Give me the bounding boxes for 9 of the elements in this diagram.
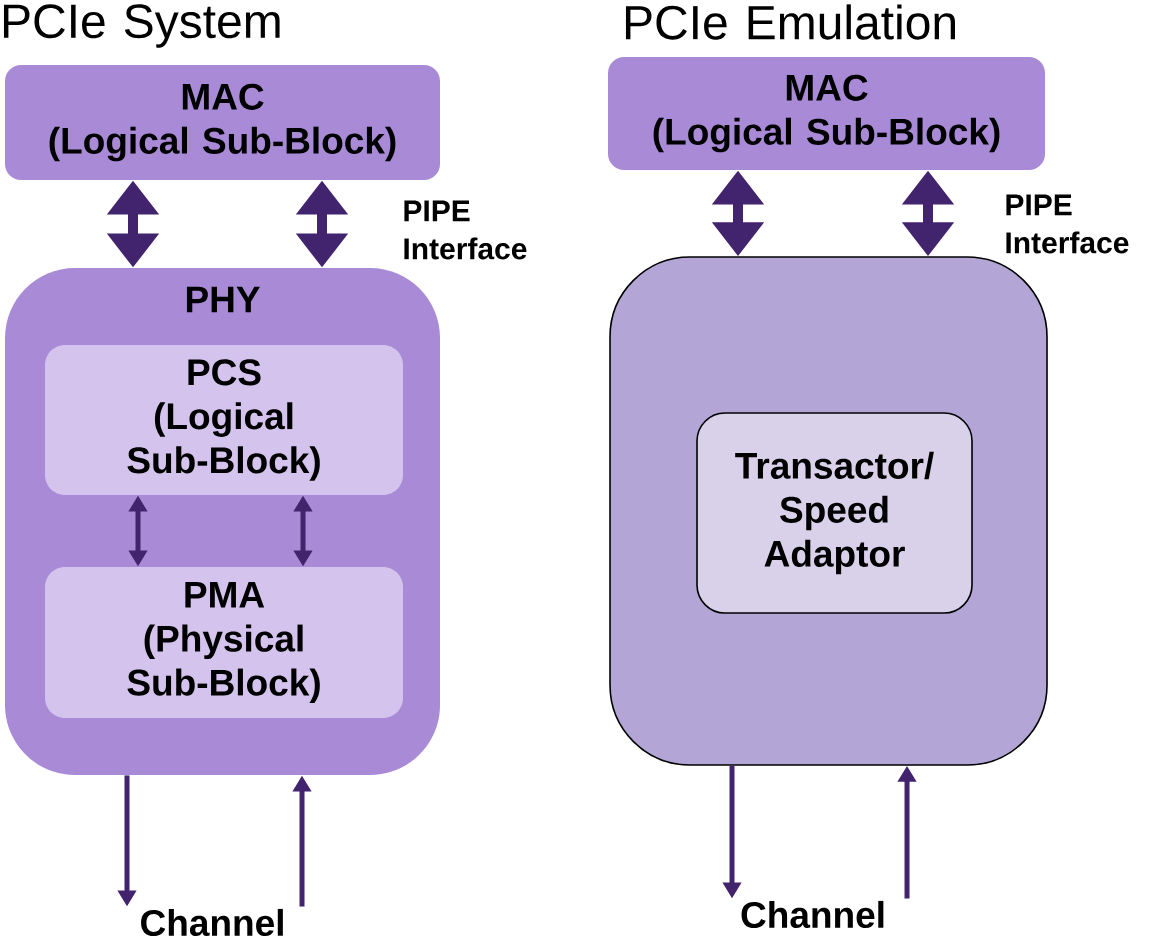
pma-block: PMA (Physical Sub-Block) [45,567,403,718]
pcs-block: PCS (Logical Sub-Block) [45,345,403,495]
mac-block: MAC (Logical Sub-Block) [5,65,440,180]
mac-block: MAC (Logical Sub-Block) [608,57,1045,170]
channel-text: Channel [141,908,283,937]
adaptor-block: Transactor/ Speed Adaptor [696,412,973,614]
interface-label: PIPE Interface [1006,194,1129,254]
channel-text: Channel [741,900,884,929]
interface-label: PIPE Interface [404,200,527,260]
